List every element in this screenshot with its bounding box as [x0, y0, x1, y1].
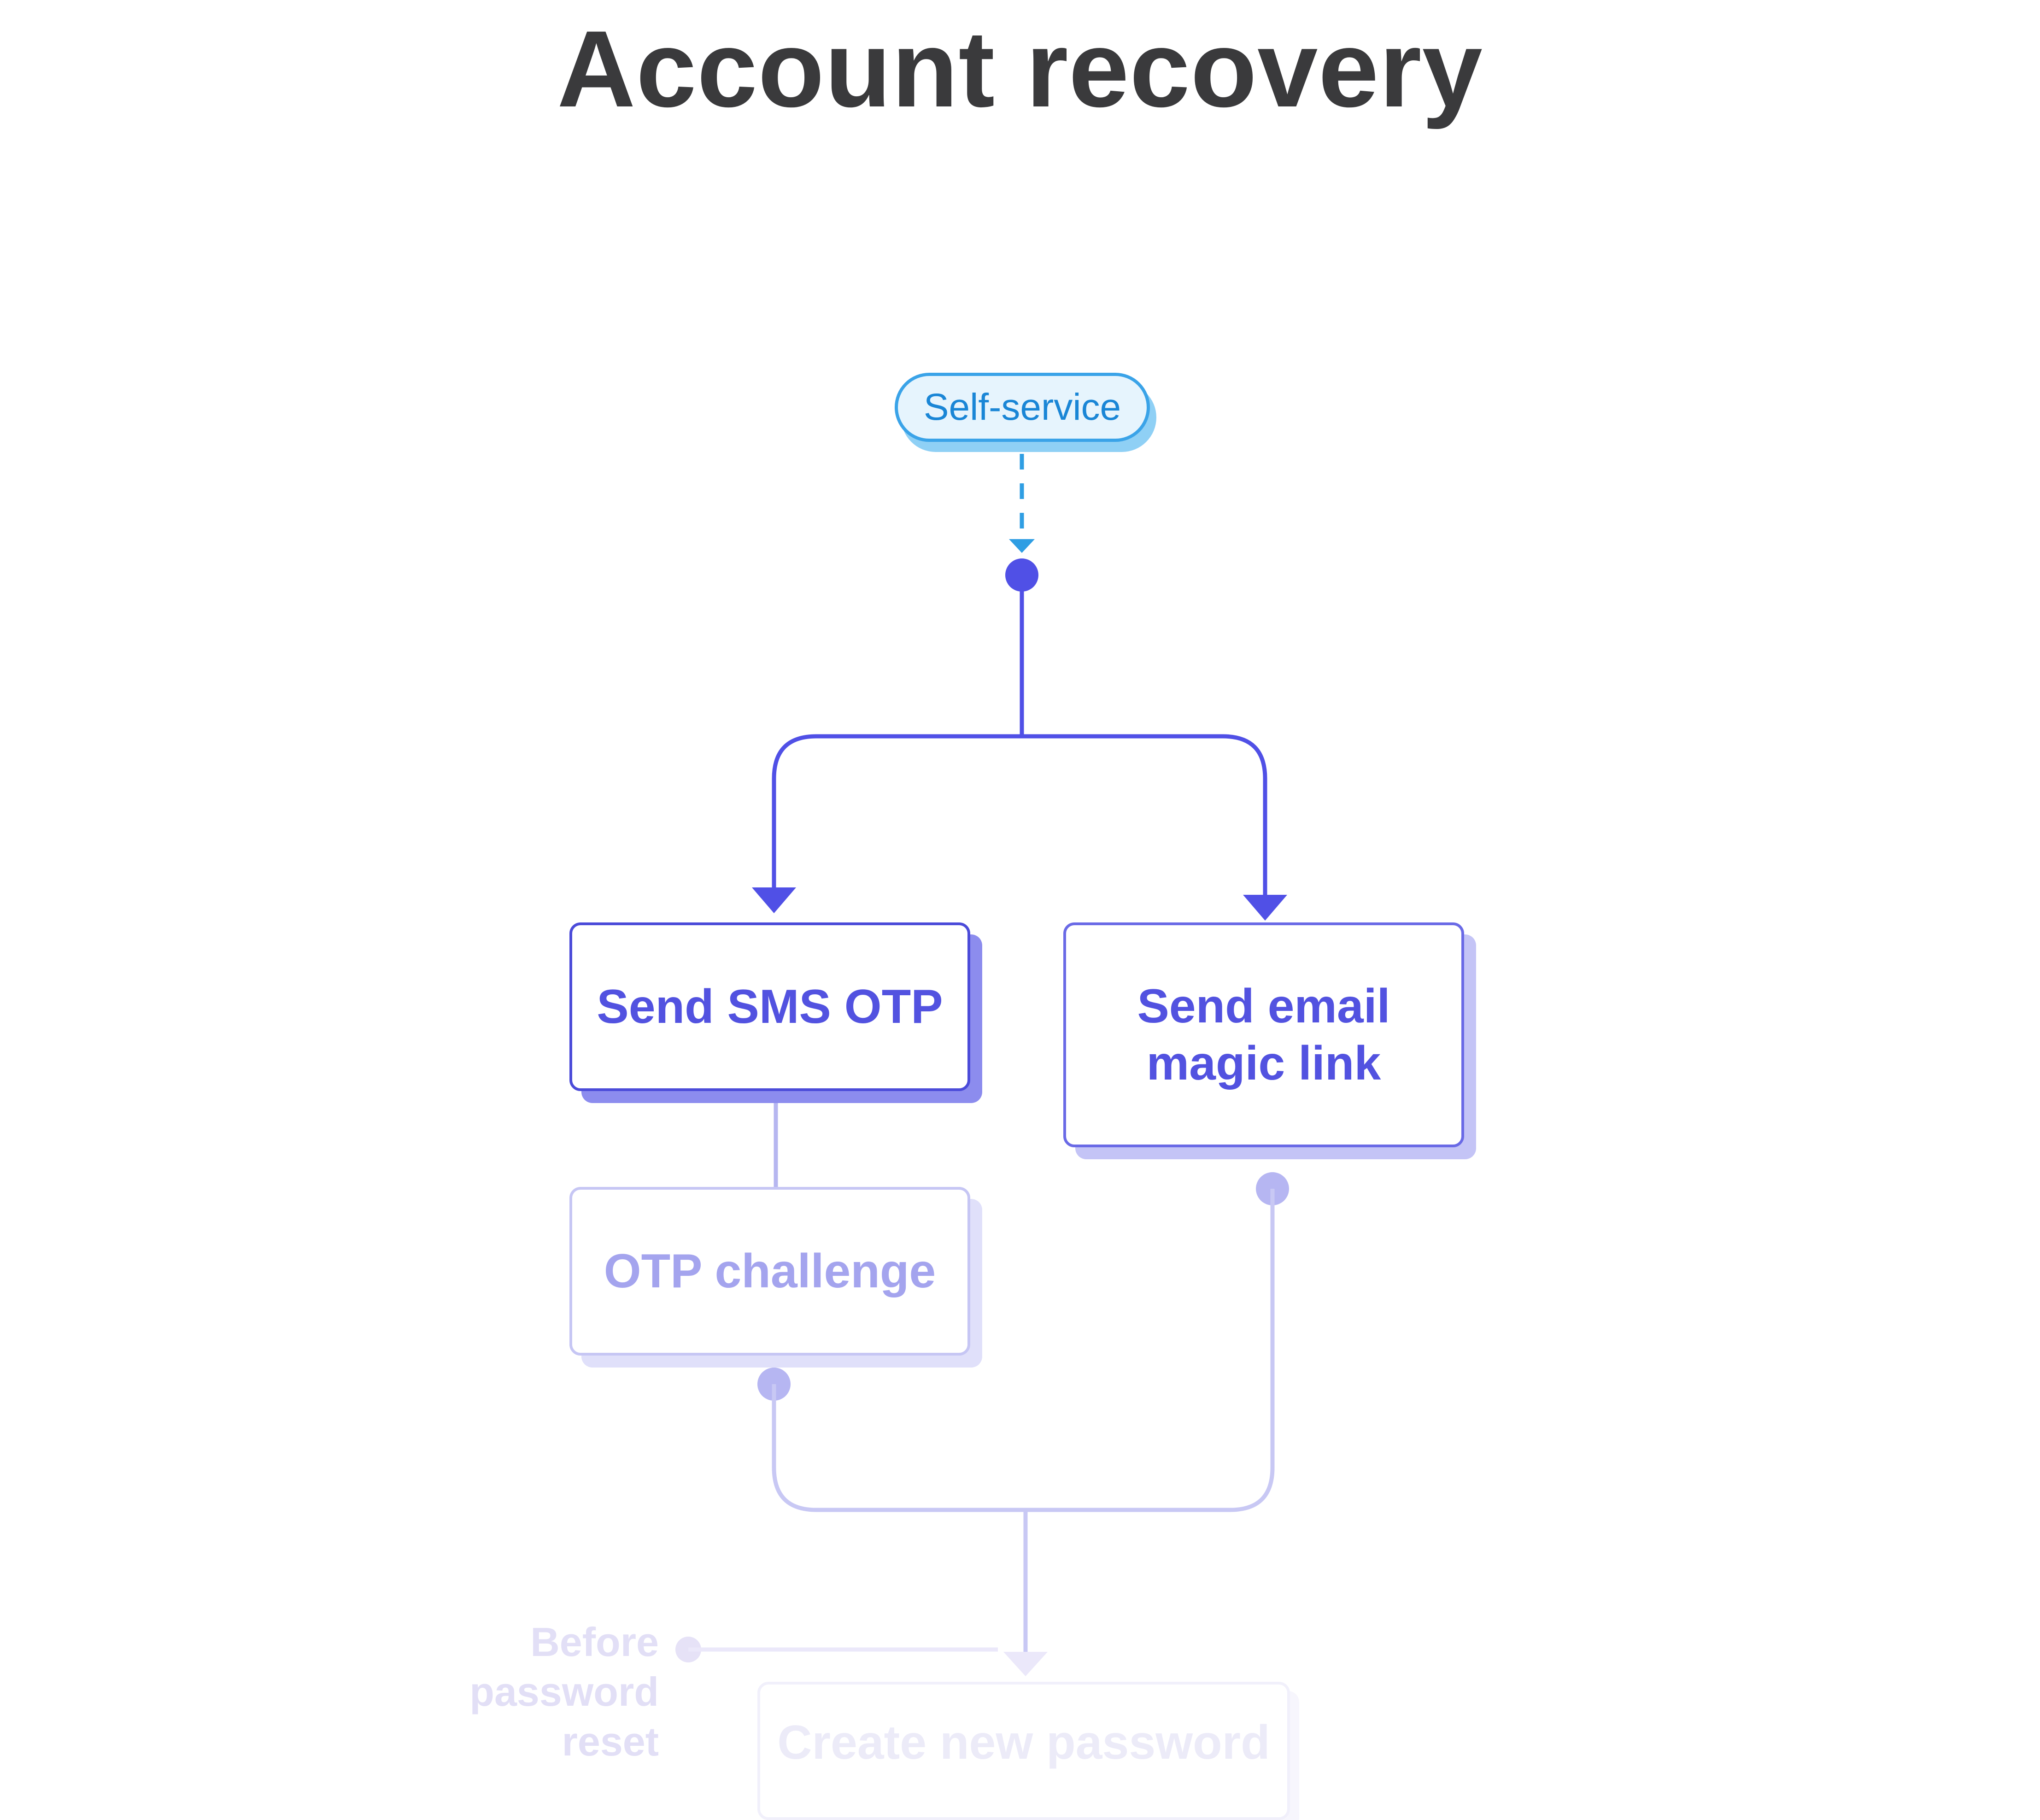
entry-arrowhead	[1009, 539, 1035, 553]
annotation-before-password-reset: Before password reset	[442, 1617, 659, 1767]
node-send-email-label-line2: magic link	[1146, 1037, 1381, 1090]
annotation-line2: password	[469, 1669, 659, 1714]
node-otp-challenge[interactable]: OTP challenge	[569, 1187, 970, 1356]
node-send-sms-otp[interactable]: Send SMS OTP	[569, 922, 970, 1091]
arrow-to-create	[1003, 1652, 1048, 1676]
arrow-to-sms	[752, 887, 796, 913]
split-connector	[772, 575, 1267, 897]
arrow-to-email	[1243, 895, 1287, 921]
annotation-line1: Before	[530, 1619, 659, 1665]
node-send-email-label-line1: Send email	[1137, 980, 1390, 1033]
annotation-line3: reset	[562, 1719, 659, 1764]
entry-pill-self-service[interactable]: Self-service	[895, 373, 1150, 442]
merge-connector	[772, 1189, 1275, 1652]
flow-connectors	[675, 454, 1289, 1676]
node-send-sms-otp-label: Send SMS OTP	[597, 980, 943, 1033]
node-otp-challenge-label: OTP challenge	[604, 1245, 936, 1298]
node-send-email-magic-link[interactable]: Send email magic link	[1063, 922, 1464, 1147]
node-create-new-password-label: Create new password	[777, 1716, 1270, 1769]
entry-pill-label: Self-service	[923, 386, 1121, 428]
page-title: Account recovery	[557, 8, 1483, 130]
node-create-new-password[interactable]: Create new password	[757, 1682, 1290, 1820]
